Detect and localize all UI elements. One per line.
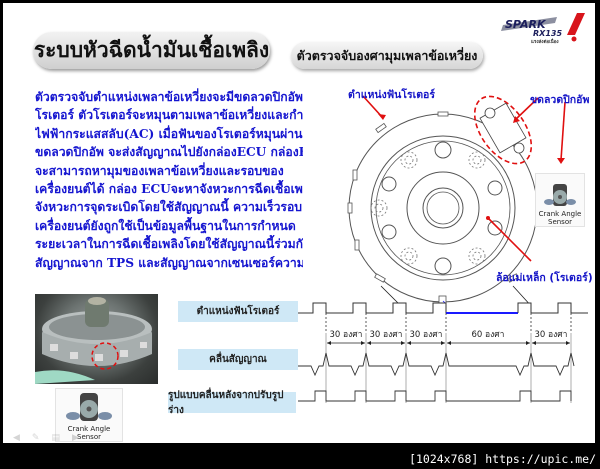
menu-icon[interactable]: ▤ [51,433,60,443]
paragraph-line: โรเตอร์ ตัวโรเตอร์จะหมุนตามเพลาข้อเหวี่ย… [35,108,303,123]
paragraph-line: เครื่องยนต์ยังถูกใช้เป็นข้อมูลพื้นฐานในก… [35,218,296,233]
slide-toolbar: ◀ ✎ ▤ ▶ [13,433,79,443]
rotor-diagram [347,95,566,303]
section-subtitle: ตัวตรวจจับองศามุมเพลาข้อเหวี่ยง [291,42,483,69]
rotor-photo [35,294,158,384]
crank-angle-sensor-image: Crank Angle Sensor [535,173,585,227]
sensor-caption-line2: Sensor [548,218,572,226]
waveform-label-shaped: รูปแบบคลื่นหลังจากปรับรูปร่าง [168,390,296,416]
logo-text-model: RX135 [533,29,562,38]
forward-arrow-icon[interactable]: ▶ [71,433,79,443]
description-paragraph: ตัวตรวจจับตำแหน่งเพลาข้อเหวี่ยงจะมีขดลวด… [35,88,303,272]
sensor-icon [544,184,576,206]
sensor-icon [66,393,112,421]
paragraph-line: สัญญาณจาก TPS และสัญญาณจากเซนเซอร์ความดั… [35,255,303,270]
paragraph-line: จะสามารถหามุมของเพลาข้อเหวี่ยงและรอบของ [35,163,284,178]
logo-tagline: แรงส่งต่อเนื่อง [531,38,559,45]
interval-label: 30 องศา [370,330,403,340]
paragraph-line: ระยะเวลาในการฉีดเชื้อเพลิงโดยใช้สัญญาณนี… [35,237,303,252]
waveform-label-rotor-tooth: ตำแหน่งฟันโรเตอร์ [178,301,298,322]
interval-label: 60 องศา [472,330,505,340]
crank-angle-sensor-photo: Crank Angle Sensor [55,388,123,442]
label-magnet-wheel: ล้อแม่เหล็ก (โรเตอร์) [496,272,593,284]
footer-watermark: [1024x768] https://upic.me/ [409,452,596,466]
paragraph-line: ไฟฟ้ากระแสสลับ(AC) เมื่อฟันของโรเตอร์หมุ… [35,126,303,141]
page-title: ระบบหัวฉีดน้ำมันเชื้อเพลิง [33,32,270,69]
label-pickup-coil: ขดลวดปิกอัพ [530,94,590,106]
paragraph-line: เครื่องยนต์ได้ กล่อง ECUจะหาจังหวะการฉีด… [35,182,303,197]
slide: ระบบหัวฉีดน้ำมันเชื้อเพลิง ตัวตรวจจับองศ… [3,3,595,443]
interval-label: 30 องศา [330,330,363,340]
sensor-caption-line1: Crank Angle [538,210,582,218]
spark-logo: SPARK RX135 แรงส่งต่อเนื่อง [501,13,585,45]
logo-text-spark: SPARK [505,18,547,31]
paragraph-line: ขดลวดปิกอัพ จะส่งสัญญาณไปยังกล่องECU กล่… [35,145,303,160]
paragraph-line: จังหวะการจุดระเบิดโดยใช้สัญญาณนี้ ความเร… [35,200,303,215]
interval-label: 30 องศา [535,330,568,340]
waveform-chart: 30 องศา 30 องศา 30 องศา 60 องศา 30 องศา [298,302,588,403]
interval-label: 30 องศา [410,330,443,340]
waveform-label-signal: คลื่นสัญญาณ [178,349,298,370]
label-rotor-tooth: ตำแหน่งฟันโรเตอร์ [348,89,435,101]
back-arrow-icon[interactable]: ◀ [13,433,20,443]
pickup-arrow [514,97,539,121]
paragraph-line: ตัวตรวจจับตำแหน่งเพลาข้อเหวี่ยงจะมีขดลวด… [35,90,303,104]
sensor-caption-line1: Crank Angle [67,425,111,433]
sensor-caption-line2: Sensor [77,433,101,441]
pen-icon[interactable]: ✎ [31,433,40,443]
